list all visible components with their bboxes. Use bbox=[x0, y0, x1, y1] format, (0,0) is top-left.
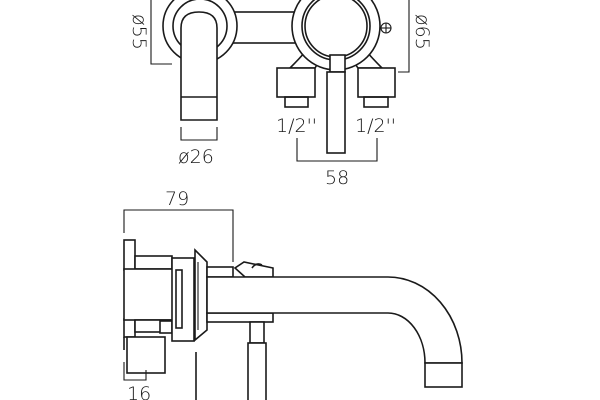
spout-outlet bbox=[424, 362, 463, 388]
wall-flange bbox=[194, 248, 208, 342]
dim-line-d55 bbox=[150, 0, 172, 65]
dim-overall-depth: 79 bbox=[165, 188, 189, 210]
lever-handle bbox=[326, 71, 346, 154]
dim-line-58 bbox=[296, 138, 378, 162]
dim-inlet-centres: 58 bbox=[325, 167, 349, 189]
dim-inlet-left: 1/2'' bbox=[276, 115, 317, 137]
dim-line-d26 bbox=[180, 127, 218, 141]
dim-line-79 bbox=[123, 209, 234, 262]
dim-line-d65 bbox=[398, 0, 410, 73]
dim-rosette-left: ø55 bbox=[128, 14, 150, 50]
dim-inlet-right: 1/2'' bbox=[355, 115, 396, 137]
valve-body bbox=[123, 268, 177, 321]
front-view: ø55 ø65 ø26 1/2'' 1/2'' 58 bbox=[128, 0, 433, 189]
lever-side bbox=[247, 342, 267, 400]
side-view: 79 16 bbox=[123, 188, 463, 400]
spout-front bbox=[180, 11, 218, 121]
lever-hub bbox=[329, 54, 346, 73]
dim-line-16 bbox=[123, 362, 147, 381]
dim-rosette-right: ø65 bbox=[411, 14, 433, 50]
dim-spout: ø26 bbox=[178, 146, 214, 168]
left-inlet-body bbox=[276, 67, 316, 98]
connecting-bar bbox=[229, 11, 301, 44]
right-inlet-body bbox=[357, 67, 396, 98]
dim-plate-offset: 16 bbox=[127, 383, 151, 400]
screw-icon bbox=[380, 22, 392, 34]
